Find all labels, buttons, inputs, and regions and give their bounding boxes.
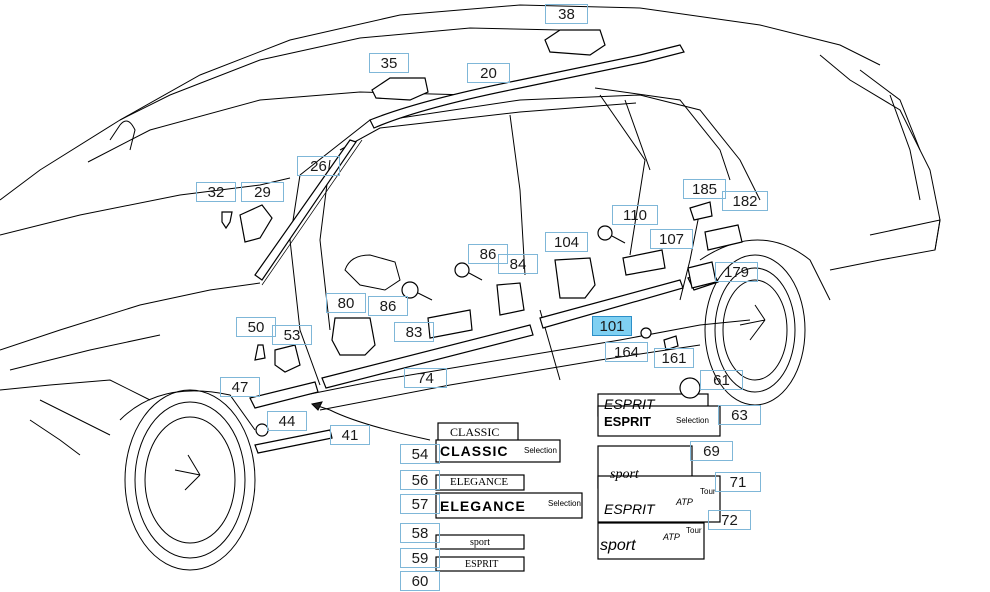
callout-84[interactable]: 84 — [498, 254, 538, 274]
badge-atp-71: ATP — [676, 497, 693, 507]
callout-179[interactable]: 179 — [715, 262, 758, 282]
badge-tour-72: Tour — [686, 526, 702, 535]
badge-esprit-selection-word: Selection — [676, 416, 709, 425]
callout-110[interactable]: 110 — [612, 205, 658, 225]
callout-29[interactable]: 29 — [241, 182, 284, 202]
badge-sport-atp: sport — [600, 537, 636, 554]
callout-80[interactable]: 80 — [326, 293, 366, 313]
badge-classic: CLASSIC — [450, 425, 500, 439]
callout-101[interactable]: 101 — [592, 316, 632, 336]
callout-44[interactable]: 44 — [267, 411, 307, 431]
callout-74[interactable]: 74 — [404, 368, 447, 388]
callout-164[interactable]: 164 — [605, 342, 648, 362]
badge-sport-small: sport — [470, 537, 490, 548]
callout-57[interactable]: 57 — [400, 494, 440, 514]
callout-61[interactable]: 61 — [700, 370, 743, 390]
badge-elegance: ELEGANCE — [450, 476, 509, 488]
callout-69[interactable]: 69 — [690, 441, 733, 461]
callout-71[interactable]: 71 — [715, 472, 761, 492]
callout-60[interactable]: 60 — [400, 571, 440, 591]
callout-86[interactable]: 86 — [368, 296, 408, 316]
car-outline — [0, 4, 941, 571]
badge-esprit-selection: ESPRIT — [604, 414, 651, 429]
callout-26[interactable]: 26 — [297, 156, 340, 176]
callout-54[interactable]: 54 — [400, 444, 440, 464]
badge-tour-71: Tour — [700, 487, 716, 496]
callout-38[interactable]: 38 — [545, 4, 588, 24]
callout-20[interactable]: 20 — [467, 63, 510, 83]
callout-182[interactable]: 182 — [722, 191, 768, 211]
badge-classic-selection-word: Selection — [524, 446, 557, 455]
callout-56[interactable]: 56 — [400, 470, 440, 490]
badge-elegance-selection-word: Selection — [548, 499, 581, 508]
emblem-badges — [435, 377, 721, 572]
badge-esprit-61: ESPRIT — [604, 396, 655, 412]
callout-58[interactable]: 58 — [400, 523, 440, 543]
badge-esprit-small: ESPRIT — [465, 559, 499, 570]
callout-185[interactable]: 185 — [683, 179, 726, 199]
callout-72[interactable]: 72 — [708, 510, 751, 530]
callout-59[interactable]: 59 — [400, 548, 440, 568]
callout-32[interactable]: 32 — [196, 182, 236, 202]
callout-53[interactable]: 53 — [272, 325, 312, 345]
callout-107[interactable]: 107 — [650, 229, 693, 249]
badge-classic-selection: CLASSIC — [440, 443, 509, 459]
callout-63[interactable]: 63 — [718, 405, 761, 425]
clip-parts — [221, 29, 743, 437]
callout-83[interactable]: 83 — [394, 322, 434, 342]
badge-esprit-atp: ESPRIT — [604, 501, 655, 517]
callout-47[interactable]: 47 — [220, 377, 260, 397]
callout-50[interactable]: 50 — [236, 317, 276, 337]
callout-104[interactable]: 104 — [545, 232, 588, 252]
callout-161[interactable]: 161 — [654, 348, 694, 368]
badge-elegance-selection: ELEGANCE — [440, 498, 526, 514]
badge-atp-72: ATP — [663, 532, 680, 542]
badge-sport-c: sport — [610, 467, 639, 482]
callout-41[interactable]: 41 — [330, 425, 370, 445]
callout-35[interactable]: 35 — [369, 53, 409, 73]
